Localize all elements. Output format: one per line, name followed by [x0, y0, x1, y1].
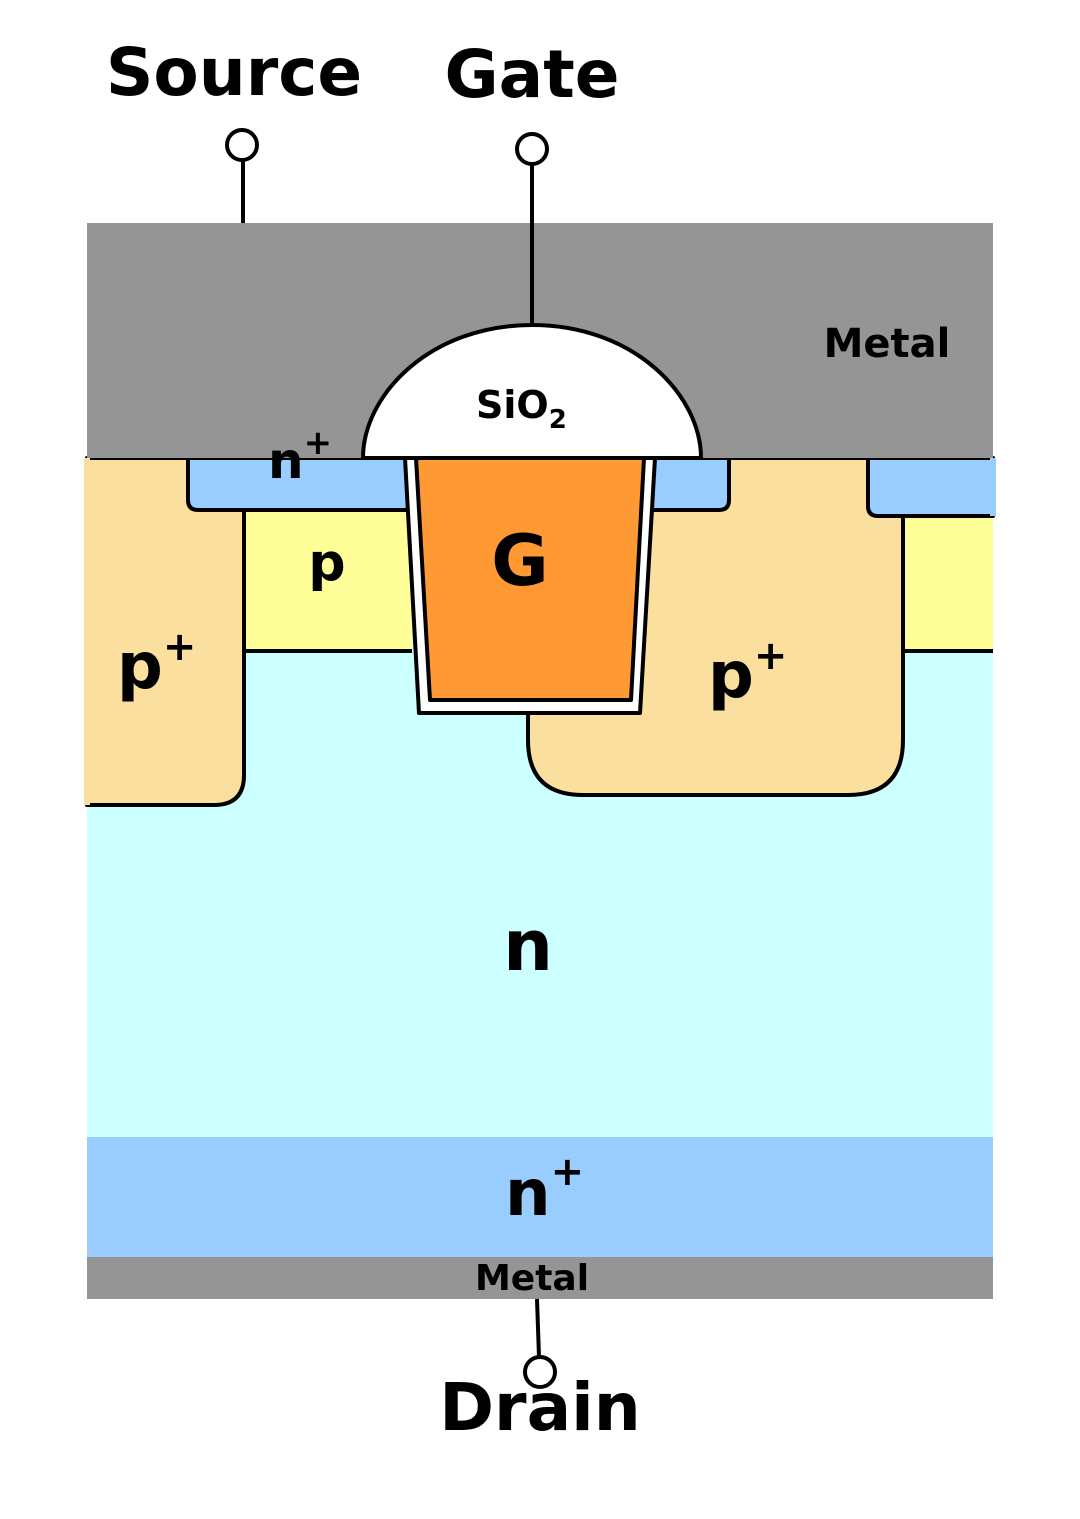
drain-terminal-icon[interactable]: [523, 1355, 557, 1389]
sio2-cap: [361, 323, 703, 460]
bottom-metal: [87, 1257, 993, 1299]
drain-wire: [535, 1298, 541, 1358]
gate-terminal-icon[interactable]: [515, 132, 549, 166]
source-terminal-icon[interactable]: [225, 128, 259, 162]
n-plus-source-far-right: [866, 456, 995, 518]
n-plus-substrate-label: n+: [505, 1149, 584, 1231]
n-plus-source-left: [186, 456, 414, 512]
drain-label: Drain: [439, 1369, 640, 1446]
sio2-label: SiO2: [476, 383, 567, 435]
n-plus-source-label: n+: [268, 423, 332, 490]
p-body-left: [244, 508, 412, 651]
bottom-metal-label: Metal: [475, 1258, 589, 1299]
p-plus-left-label: p+: [117, 624, 196, 704]
top-metal-label: Metal: [824, 321, 951, 367]
n-plus-source-right: [643, 456, 731, 512]
gate-label: Gate: [444, 36, 619, 113]
trench-gate: [414, 456, 646, 702]
p-plus-shield-left: [85, 456, 246, 807]
source-label: Source: [106, 34, 362, 111]
gate-region-label: G: [491, 520, 548, 602]
n-drift-label: n: [503, 905, 553, 987]
p-body-right: [903, 516, 993, 651]
p-plus-right-label: p+: [708, 633, 787, 713]
p-body-label: p: [308, 533, 345, 593]
n-plus-substrate: [87, 1137, 993, 1257]
